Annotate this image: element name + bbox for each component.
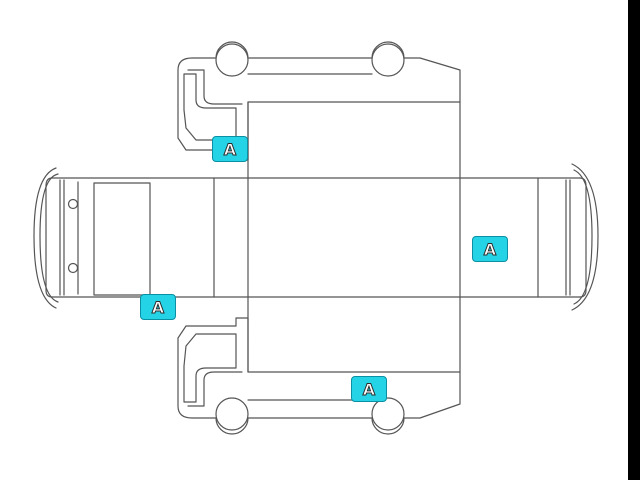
- front-end: [33, 167, 151, 309]
- headlight-lower: [67, 262, 79, 274]
- marker-a-badge: A: [140, 294, 176, 320]
- headlight-upper: [67, 198, 79, 210]
- windshield: [93, 182, 151, 296]
- rear-end: [565, 163, 599, 311]
- upper-rear-wheel: [371, 43, 405, 77]
- upper-door-window: [183, 73, 237, 141]
- lower-rear-wheel: [371, 397, 405, 431]
- marker-a-badge: A: [472, 236, 508, 262]
- lower-front-wheel: [215, 397, 249, 431]
- lower-side-panel: [177, 317, 461, 435]
- lower-door-window: [183, 333, 237, 403]
- upper-side-panel: [177, 41, 461, 161]
- marker-a-badge: A: [351, 376, 387, 402]
- edge-bar: [628, 0, 640, 480]
- roof-panel: [247, 101, 461, 373]
- marker-a-badge: A: [212, 136, 248, 162]
- upper-front-wheel: [215, 43, 249, 77]
